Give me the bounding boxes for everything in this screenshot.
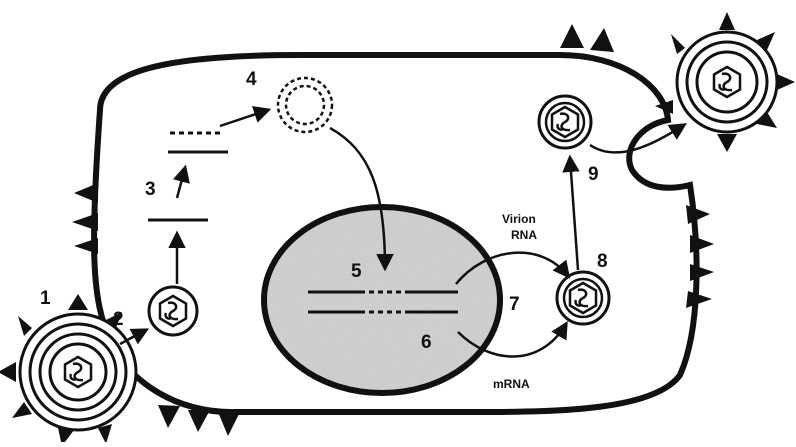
nucleus: [264, 207, 500, 393]
label-step-8: 8: [597, 251, 608, 272]
label-step-6: 6: [421, 332, 432, 353]
label-step-5: 5: [351, 261, 362, 282]
label-step-1: 1: [40, 288, 51, 309]
label-virion: Virion: [502, 212, 536, 226]
new-virion-9: [539, 96, 591, 148]
new-virion-8: [557, 272, 609, 324]
label-mrna: mRNA: [493, 377, 530, 391]
label-step-9: 9: [588, 164, 599, 185]
capsid-in-cytoplasm: [149, 287, 197, 335]
label-step-2: 2: [113, 309, 124, 330]
label-step-3: 3: [145, 179, 156, 200]
label-step-7: 7: [509, 294, 520, 315]
label-rna: RNA: [511, 228, 537, 242]
label-step-4: 4: [246, 69, 257, 90]
